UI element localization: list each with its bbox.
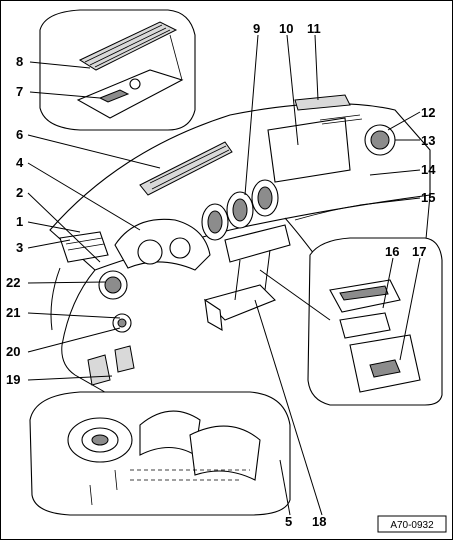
callout-3: 3 [16,240,23,255]
callout-22: 22 [6,275,20,290]
callout-18: 18 [312,514,326,529]
callout-12: 12 [421,105,435,120]
callout-1: 1 [16,214,23,229]
callout-14: 14 [421,162,436,177]
callout-7: 7 [16,84,23,99]
callout-2: 2 [16,185,23,200]
console-detail-inset [259,237,443,406]
callout-11: 11 [307,21,321,36]
steering-shroud-detail-inset [29,391,291,516]
figure-reference-box: A70-0932 [377,515,447,533]
callout-8: 8 [16,54,23,69]
callout-16: 16 [385,244,399,259]
callout-15: 15 [421,190,435,205]
callout-13: 13 [421,133,435,148]
callout-5: 5 [285,514,292,529]
defroster-detail-inset [39,9,196,131]
callout-21: 21 [6,305,20,320]
callout-9: 9 [253,21,260,36]
callout-6: 6 [16,127,23,142]
callout-17: 17 [412,244,426,259]
callout-19: 19 [6,372,20,387]
callout-20: 20 [6,344,20,359]
callout-4: 4 [16,155,24,170]
leader-lines [27,34,421,516]
callout-10: 10 [279,21,293,36]
figure-reference-code: A70-0932 [390,520,434,531]
callout-labels: 8 7 6 4 2 1 3 22 21 20 19 9 10 11 12 13 … [6,21,436,529]
